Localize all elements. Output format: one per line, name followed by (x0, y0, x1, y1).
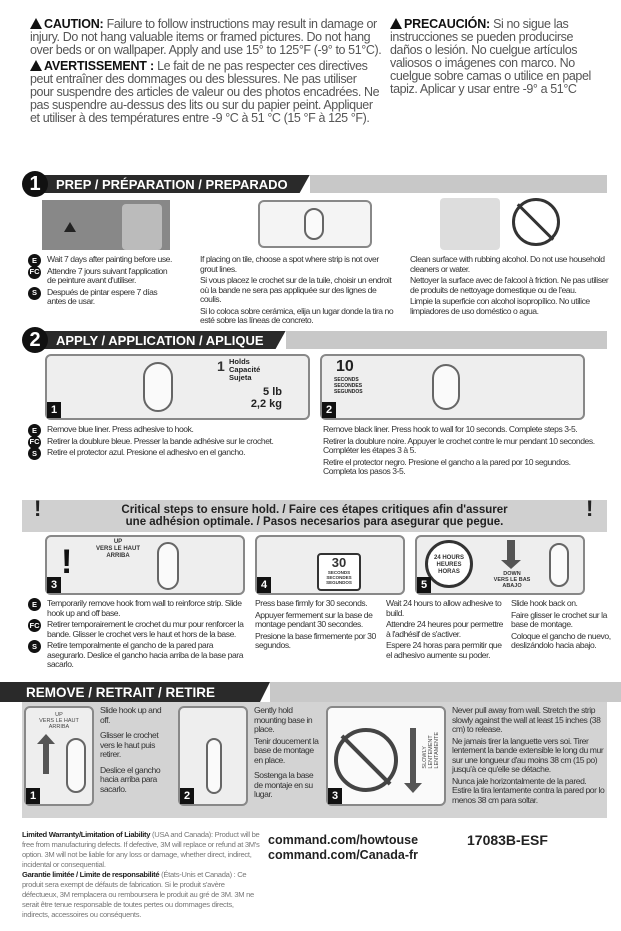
prep-col-3: Clean surface with rubbing alcohol. Do n… (410, 254, 609, 316)
hook-icon (143, 362, 173, 412)
cleaning-image (440, 198, 500, 250)
section-remove-header: REMOVE / RETRAIT / RETIRE (0, 680, 621, 704)
caution-en: CAUTION: Failure to follow instructions … (30, 17, 382, 57)
product-code: 17083B-ESF (467, 832, 548, 848)
warranty-text: Limited Warranty/Limitation of Liability… (22, 830, 260, 919)
caution-stack: CAUTION: Failure to follow instructions … (30, 18, 382, 125)
no-cleaner-icon (512, 198, 560, 246)
section-prep-header: 1 PREP / PRÉPARATION / PREPARADO (22, 171, 607, 197)
apply-col-2: Remove black liner. Press hook to wall f… (323, 424, 595, 476)
exclamation-icon: ! (34, 496, 42, 521)
warning-icon (30, 18, 42, 29)
hook-icon (549, 543, 569, 587)
warning-icon (390, 18, 402, 29)
exclamation-icon: ! (61, 543, 73, 581)
howtouse-link[interactable]: command.com/howtouse (268, 833, 419, 847)
caution-es: PRECAUCIÓN: Si no sigue las instruccione… (390, 17, 591, 96)
canada-link[interactable]: command.com/Canada-fr (268, 848, 419, 862)
critical-steps-banner: ! ! Critical steps to ensure hold. / Fai… (22, 496, 607, 532)
steps-col-4: Slide hook back on. Faire glisser le cro… (511, 598, 611, 650)
french-badge: FC (28, 265, 41, 279)
paint-roller-image (42, 200, 170, 250)
hook-icon (66, 738, 86, 793)
remove-step-2-image: 2 (178, 706, 248, 806)
down-arrow-icon (410, 728, 416, 783)
section-apply-header: 2 APPLY / APPLICATION / APLIQUE (22, 327, 607, 353)
hook-icon (157, 542, 179, 590)
english-badge: E (28, 254, 41, 267)
spanish-badge: S (28, 286, 41, 300)
caution-fr: AVERTISSEMENT : Le fait de ne pas respec… (30, 59, 380, 125)
hook-icon (432, 364, 460, 410)
hook-icon (304, 208, 324, 240)
down-arrow-icon (507, 540, 515, 560)
prep-col-2: If placing on tile, choose a spot where … (200, 254, 394, 325)
exclamation-icon: ! (586, 496, 594, 521)
warning-icon (64, 222, 76, 232)
warning-icon (30, 60, 42, 71)
steps-col-3: Wait 24 hours to allow adhesive to build… (386, 598, 503, 660)
mounting-base-icon (206, 738, 222, 794)
tile-image (258, 200, 372, 248)
steps-col-2: Press base firmly for 30 seconds. Appuye… (255, 598, 376, 650)
no-pull-icon (334, 728, 398, 792)
up-arrow-icon (43, 744, 49, 774)
